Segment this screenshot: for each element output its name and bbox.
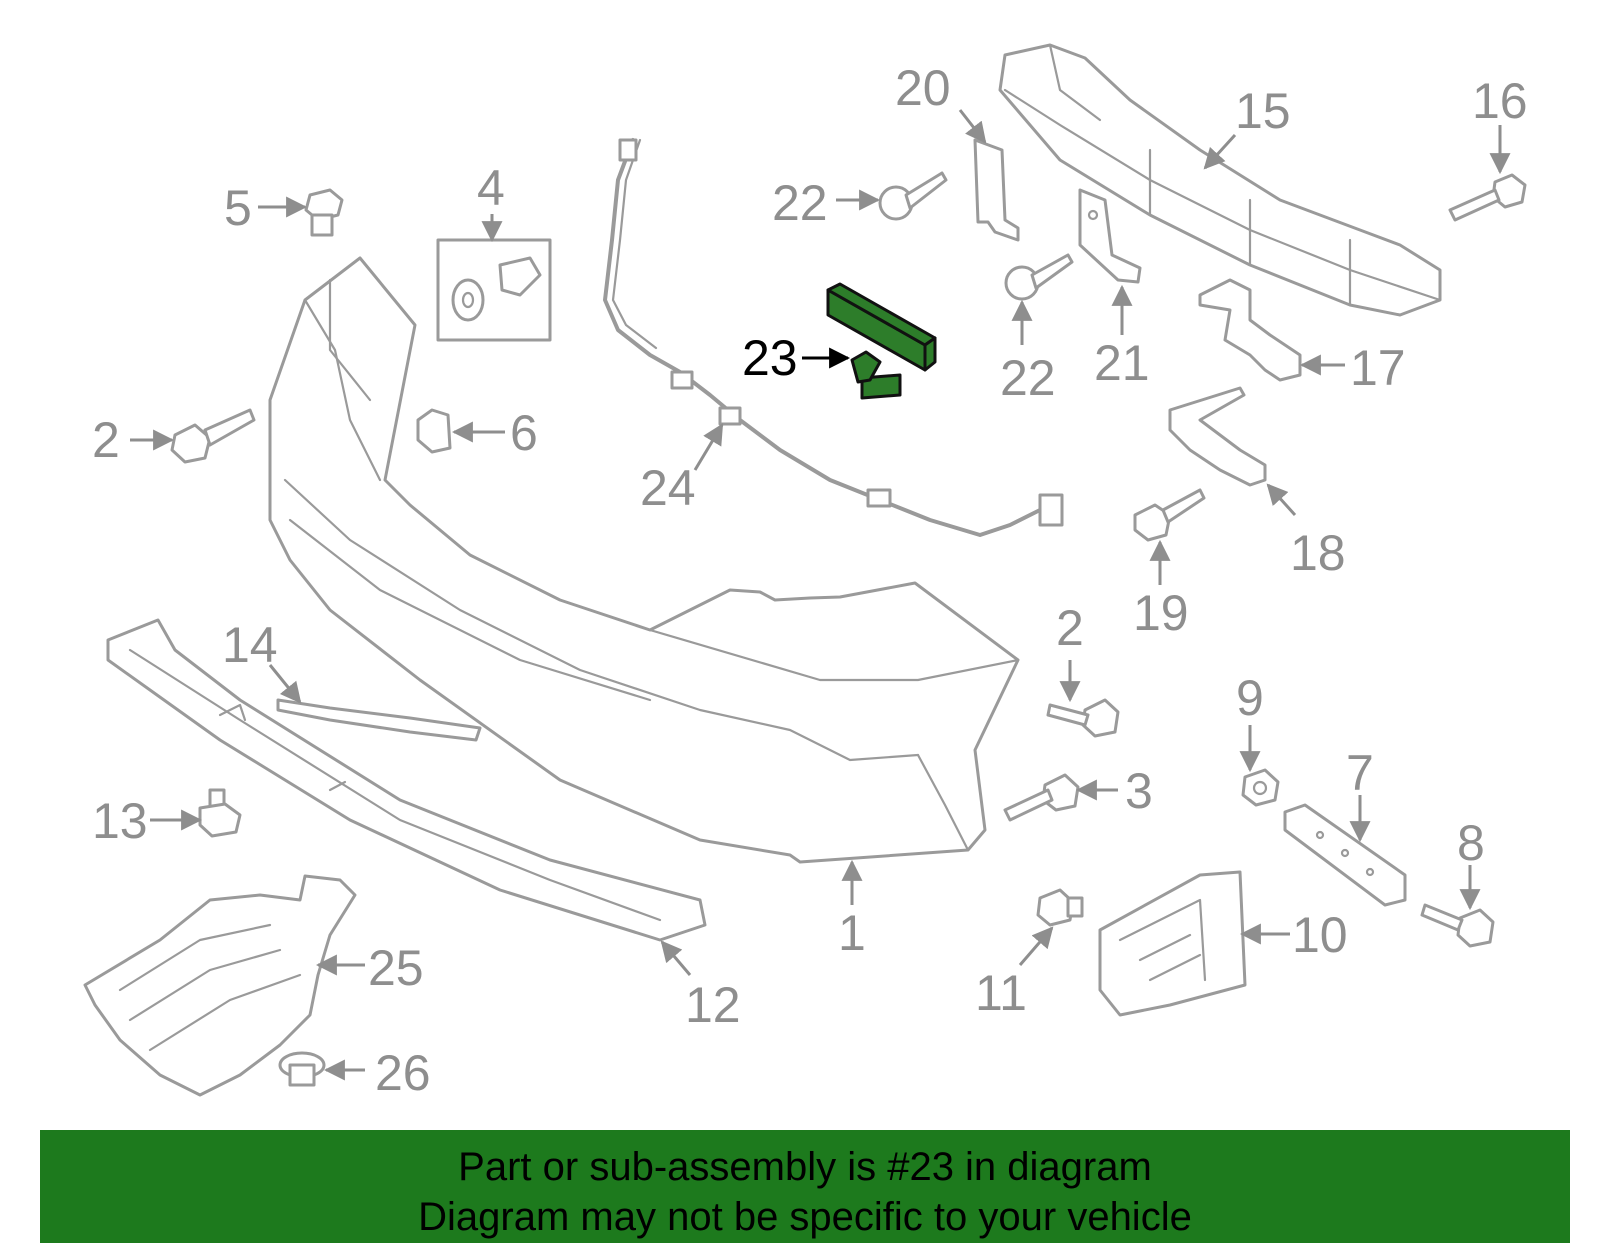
wiring-harness-part[interactable] (603, 138, 1064, 537)
callout-4: 4 (477, 160, 505, 216)
callout-9: 9 (1236, 670, 1264, 726)
bolt-part-19[interactable] (1133, 488, 1206, 542)
callout-11: 11 (975, 965, 1027, 1021)
callout-5: 5 (224, 180, 252, 236)
lower-valance-part-12[interactable] (106, 618, 707, 942)
clip-part-6[interactable] (416, 408, 452, 454)
bolt-part-2-left[interactable] (170, 408, 256, 464)
bolt-part-16[interactable] (1448, 173, 1527, 222)
clip-kit-part[interactable] (436, 238, 552, 342)
callout-19: 19 (1133, 585, 1189, 641)
bolt-part-8[interactable] (1420, 903, 1495, 948)
nut-part-9[interactable] (1241, 768, 1280, 807)
banner-line-disclaimer: Diagram may not be specific to your vehi… (418, 1195, 1192, 1239)
push-pin-part-26[interactable] (278, 1051, 326, 1087)
callout-15: 15 (1235, 83, 1291, 139)
bumper-cover-part[interactable] (268, 256, 1020, 864)
callout-16: 16 (1472, 73, 1528, 129)
callout-18: 18 (1290, 525, 1346, 581)
bolt-part-11[interactable] (1036, 888, 1084, 927)
callout-17: 17 (1350, 340, 1406, 396)
leader-arrows (130, 109, 1511, 1081)
callout-6: 6 (510, 405, 538, 461)
callout-22-upper: 22 (772, 175, 828, 231)
callout-7: 7 (1346, 745, 1374, 801)
callout-13: 13 (92, 793, 148, 849)
exploded-parts-diagram: 1 2 2 3 4 5 6 7 8 9 10 11 12 13 14 15 16… (83, 43, 1528, 1101)
callout-1: 1 (838, 905, 866, 961)
bracket-part-21[interactable] (1078, 188, 1142, 284)
bracket-part-17[interactable] (1198, 278, 1302, 382)
reinforcement-beam-part[interactable] (998, 43, 1442, 317)
callout-2-right: 2 (1056, 600, 1084, 656)
callout-14: 14 (222, 617, 278, 673)
banner-line-part: Part or sub-assembly is #23 in diagram (458, 1145, 1152, 1189)
part-info-banner: Part or sub-assembly is #23 in diagram D… (40, 1130, 1570, 1243)
callout-21: 21 (1094, 335, 1150, 391)
bumper-bracket-part-10[interactable] (1098, 870, 1247, 1017)
callout-8: 8 (1457, 815, 1485, 871)
bolt-part-5[interactable] (304, 188, 344, 237)
under-shield-part-25[interactable] (83, 874, 357, 1097)
molding-strip-part-14[interactable] (276, 698, 482, 742)
bracket-part-18[interactable] (1168, 386, 1267, 487)
callout-22-lower: 22 (1000, 350, 1056, 406)
callout-26: 26 (375, 1045, 431, 1101)
sensor-bracket-part-23[interactable] (826, 282, 937, 400)
bracket-part-20[interactable] (973, 138, 1020, 242)
callout-23: 23 (742, 330, 798, 386)
callout-10: 10 (1292, 907, 1348, 963)
bracket-part-7[interactable] (1283, 803, 1407, 907)
screw-part-22-upper[interactable] (878, 171, 948, 221)
callout-3: 3 (1125, 763, 1153, 819)
callout-25: 25 (368, 940, 424, 996)
bolt-part-2-right[interactable] (1046, 698, 1120, 738)
callout-12: 12 (685, 977, 741, 1033)
push-clip-part-13[interactable] (198, 788, 242, 838)
screw-part-22-lower[interactable] (1004, 253, 1074, 301)
bolt-part-3[interactable] (1003, 773, 1080, 822)
callout-2-left: 2 (92, 412, 120, 468)
callout-20: 20 (895, 60, 951, 116)
callout-24: 24 (640, 460, 696, 516)
